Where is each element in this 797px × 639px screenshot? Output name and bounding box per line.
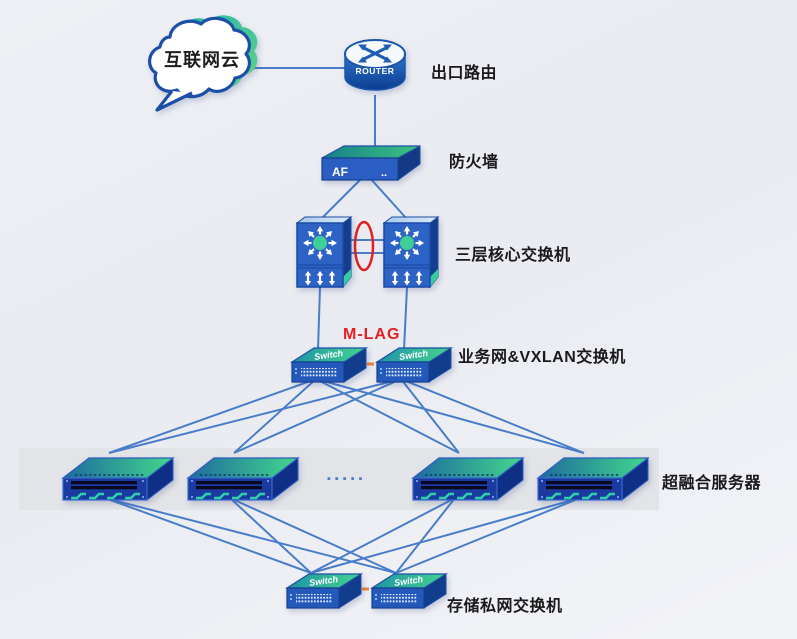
aggregation-ring-icon xyxy=(353,220,375,272)
router-arrowheads xyxy=(358,44,392,63)
radiating-arrows-icon xyxy=(390,226,424,260)
cloud-tail xyxy=(155,90,193,112)
firewall-dots: .. xyxy=(381,167,387,179)
server-trays xyxy=(71,492,140,500)
caption-core-switch: 三层核心交换机 xyxy=(455,247,571,264)
blue-links xyxy=(104,67,585,574)
caption-firewall: 防火墙 xyxy=(449,154,499,171)
mlag-label: M-LAG xyxy=(343,326,401,343)
caption-storage-switch: 存储私网交换机 xyxy=(447,598,563,615)
internet-cloud-icon: 互联网云 xyxy=(148,15,258,112)
more-servers-ellipsis: ▪▪▪▪▪ xyxy=(327,473,367,485)
switch-ports xyxy=(296,594,332,604)
server-icon-2 xyxy=(186,456,300,502)
caption-vxlan-switch: 业务网&VXLAN交换机 xyxy=(458,349,626,366)
storage-switch-left-icon: Switch xyxy=(284,573,363,609)
switch-device-label: Switch xyxy=(399,348,430,362)
caption-hci-server: 超融合服务器 xyxy=(662,475,762,492)
switch-device-label: Switch xyxy=(309,574,340,588)
server-icon-3 xyxy=(411,456,525,502)
core-switch-right-icon xyxy=(382,216,440,289)
core-switch-left-icon xyxy=(295,216,353,289)
vxlan-switch-right-icon: Switch xyxy=(374,347,453,383)
router-device-label: ROUTER xyxy=(356,66,395,76)
cloud-label: 互联网云 xyxy=(164,50,240,70)
server-trays xyxy=(546,492,615,500)
router-icon: ROUTER xyxy=(344,39,406,91)
switch-ports xyxy=(301,368,337,378)
server-trays xyxy=(421,492,490,500)
server-icon-1 xyxy=(61,456,175,502)
caption-exit-router: 出口路由 xyxy=(431,65,498,82)
switch-ports xyxy=(386,368,422,378)
storage-switch-right-icon: Switch xyxy=(369,573,448,609)
updown-arrows-icon xyxy=(391,271,423,286)
firewall-icon: AF .. xyxy=(321,145,421,181)
switch-device-label: Switch xyxy=(314,348,345,362)
radiating-arrows-icon xyxy=(303,226,337,260)
vxlan-switch-left-icon: Switch xyxy=(289,347,368,383)
updown-arrows-icon xyxy=(304,271,336,286)
switch-ports xyxy=(381,594,417,604)
router-cross-arrows-icon xyxy=(363,46,387,61)
server-trays xyxy=(196,492,265,500)
firewall-device-label: AF xyxy=(332,165,348,179)
server-icon-4 xyxy=(536,456,650,502)
switch-device-label: Switch xyxy=(394,574,425,588)
